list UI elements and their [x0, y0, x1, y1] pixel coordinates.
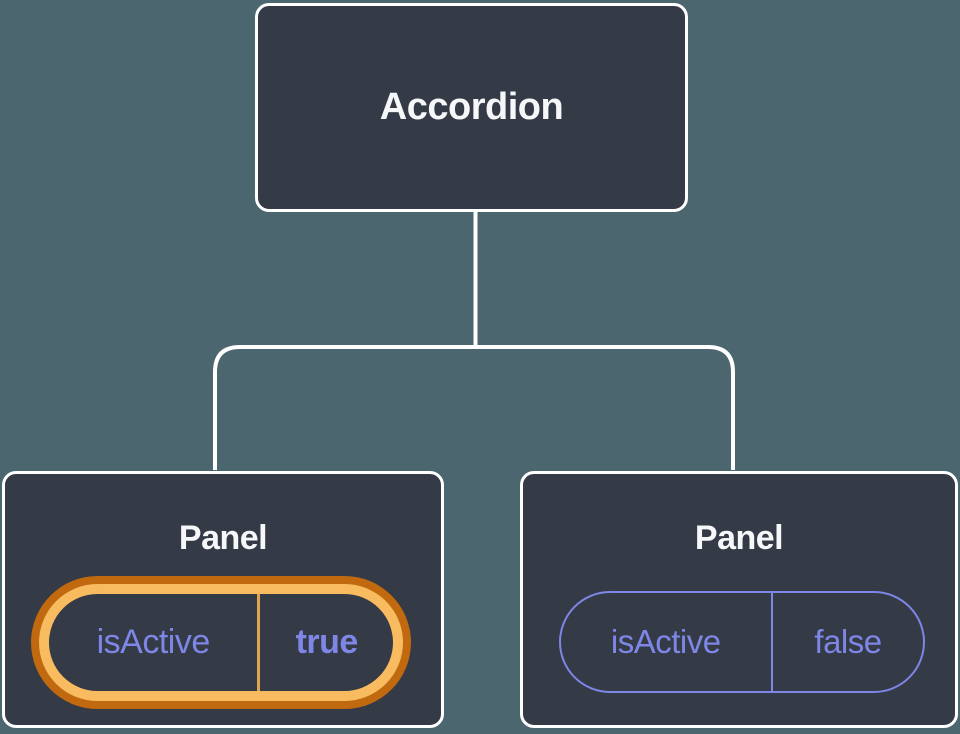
node-accordion: Accordion	[255, 3, 688, 212]
panel-label: Panel	[178, 519, 268, 557]
state-value: false	[814, 623, 882, 660]
state-key: isActive	[610, 623, 721, 660]
panel-label: Panel	[694, 519, 784, 557]
node-panel-active: Panel isActive true	[2, 471, 444, 728]
state-pill-active: isActive true	[39, 584, 403, 701]
state-value: true	[295, 623, 359, 661]
tree-branch-line	[213, 345, 735, 470]
pill-divider	[257, 594, 261, 691]
accordion-label: Accordion	[379, 86, 564, 128]
node-panel-inactive: Panel isActive false	[520, 471, 958, 728]
pill-divider	[770, 593, 774, 691]
state-key: isActive	[96, 623, 211, 661]
state-pill-inactive: isActive false	[559, 591, 925, 693]
